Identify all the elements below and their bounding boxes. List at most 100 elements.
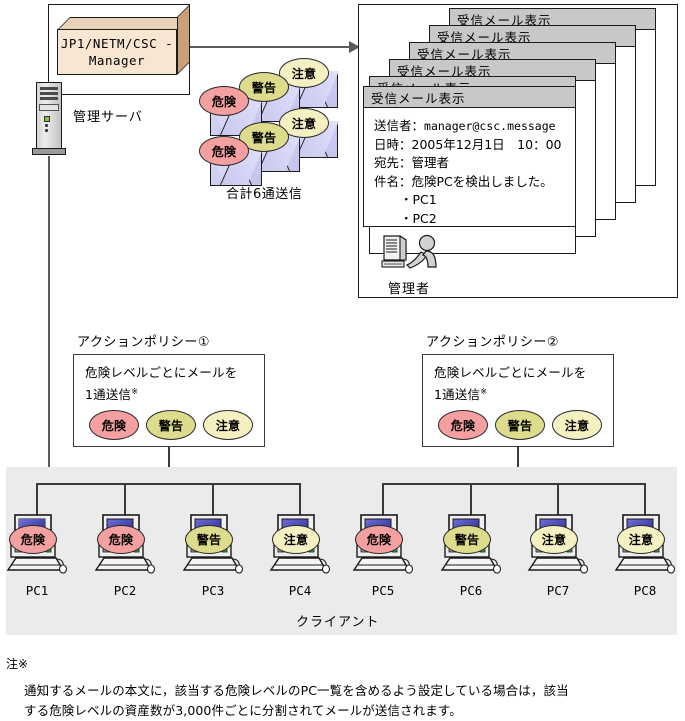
client-group-b-drop-4: [644, 483, 646, 518]
client-group-a-drop-3: [212, 483, 214, 518]
pc-5-label: PC5: [371, 583, 395, 598]
mail-subject-label: 件名：: [374, 173, 412, 189]
client-group-a-bus: [36, 483, 301, 485]
action-policy-2-title: アクションポリシー②: [426, 335, 560, 350]
server-slot-2: [40, 92, 58, 95]
client-group-b-drop-3: [557, 483, 559, 518]
server-drive-bay: [39, 104, 59, 111]
mail-date-row: 日時：2005年12月1日 10：00: [374, 136, 575, 155]
server-to-clients-line: [48, 156, 50, 468]
policy-text-line2: 1通送信: [434, 387, 481, 403]
pc-1-label: PC1: [25, 583, 49, 598]
manager-box-front-face: JP1/NETM/CSC - Manager: [57, 29, 177, 75]
policy-1-drop-line: [168, 447, 170, 485]
client-group-a-drop-2: [124, 483, 126, 518]
mail-date-label: 日時：: [374, 136, 412, 152]
mail-from-row: 送信者：manager@csc.message: [374, 117, 575, 136]
policy-footnote-mark: ※: [131, 387, 139, 396]
pc-4-label: PC4: [288, 583, 312, 598]
footnote-line-1: 通知するメールの本文に，該当する危険レベルのPC一覧を含めるよう設定している場合…: [24, 683, 569, 698]
server-indicator-dot-2: [45, 129, 48, 132]
mail-to-label: 宛先：: [374, 155, 412, 170]
policy-text-line2-wrap: 1通送信※: [85, 382, 237, 404]
pc-1-badge: 危険: [9, 525, 57, 554]
pc-3-badge: 警告: [185, 525, 233, 554]
manager-to-mail-arrowhead: [349, 41, 360, 53]
pc-2-label: PC2: [113, 583, 137, 598]
mail-to-row: 宛先：管理者: [374, 154, 575, 173]
policy-2-badge-note: 注意: [552, 410, 602, 440]
policy-1-badge-note: 注意: [203, 410, 253, 440]
manager-box-line1: JP1/NETM/CSC -: [60, 36, 174, 51]
policy-2-drop-line: [517, 447, 519, 485]
footnote-body: 通知するメールの本文に，該当する危険レベルのPC一覧を含めるよう設定している場合…: [24, 681, 624, 721]
client-pc-1[interactable]: 危険: [6, 513, 68, 578]
policy-1-badge-warn: 警告: [146, 410, 196, 440]
client-pc-4[interactable]: 注意: [269, 513, 331, 578]
policy-text-line1: 危険レベルごとにメールを: [434, 365, 587, 380]
pc-8-label: PC8: [633, 583, 657, 598]
mail-window-titlebar: 受信メール表示: [364, 87, 575, 108]
administrator-icon: [380, 234, 450, 274]
mail-from-value: manager@csc.message: [424, 119, 556, 133]
pc-6-label: PC6: [459, 583, 483, 598]
pc-4-badge: 注意: [272, 525, 320, 554]
policy-text-line2-wrap: 1通送信※: [434, 382, 586, 404]
mail-subject-row: 件名：危険PCを検出しました。: [374, 173, 575, 192]
client-group-b-bus: [382, 483, 646, 485]
management-server-icon: [32, 82, 66, 157]
client-group-a-drop-1: [36, 483, 38, 518]
mail-window-titlebar: 受信メール表示: [430, 26, 635, 47]
administrator-svg: [381, 234, 437, 269]
mail-badge-danger-2: 危険: [199, 136, 249, 166]
server-power-led: [44, 116, 50, 122]
manager-box-line2: Manager: [88, 53, 146, 68]
server-slot-3: [40, 97, 58, 100]
action-policy-2-text: 危険レベルごとにメールを 1通送信※: [434, 363, 586, 404]
mail-subject-value: 危険PCを検出しました。: [411, 173, 553, 189]
mail-list-item-2: ・PC2: [400, 210, 437, 226]
action-policy-1-title: アクションポリシー①: [77, 335, 211, 350]
policy-text-line1: 危険レベルごとにメールを: [85, 365, 238, 380]
policy-footnote-mark: ※: [480, 387, 488, 396]
pc-6-badge: 警告: [443, 525, 491, 554]
client-pc-5[interactable]: 危険: [352, 513, 414, 578]
mail-total-label: 合計6通送信: [226, 187, 303, 202]
client-region-label: クライアント: [296, 615, 380, 630]
footnote-heading: 注※: [6, 657, 29, 671]
jp1-manager-box: JP1/NETM/CSC - Manager: [57, 4, 190, 75]
pc-8-badge: 注意: [617, 525, 665, 554]
policy-2-badge-warn: 警告: [495, 410, 545, 440]
server-slot-1: [40, 87, 58, 90]
mail-from-label: 送信者：: [374, 118, 425, 133]
client-pc-3[interactable]: 警告: [182, 513, 244, 578]
mail-window-front[interactable]: 受信メール表示 送信者：manager@csc.message 日時：2005年…: [363, 86, 576, 227]
mail-badge-danger-1: 危険: [199, 86, 249, 116]
client-group-b-drop-2: [470, 483, 472, 518]
client-pc-7[interactable]: 注意: [527, 513, 589, 578]
mail-window-titlebar: 受信メール表示: [390, 60, 595, 81]
client-group-a-drop-4: [299, 483, 301, 518]
server-indicator-dot-1: [45, 124, 48, 127]
policy-1-badge-danger: 危険: [89, 410, 139, 440]
management-server-label: 管理サーバ: [73, 110, 143, 125]
client-pc-2[interactable]: 危険: [94, 513, 156, 578]
pc-3-label: PC3: [201, 583, 225, 598]
client-pc-6[interactable]: 警告: [440, 513, 502, 578]
policy-2-badge-danger: 危険: [438, 410, 488, 440]
server-base: [32, 148, 66, 155]
mail-window-body: 送信者：manager@csc.message 日時：2005年12月1日 10…: [364, 108, 575, 228]
action-policy-1-box: 危険レベルごとにメールを 1通送信※ 危険 警告 注意: [73, 354, 265, 447]
pc-7-badge: 注意: [530, 525, 578, 554]
policy-text-line2: 1通送信: [85, 387, 132, 403]
client-group-b-drop-1: [382, 483, 384, 518]
action-policy-1-text: 危険レベルごとにメールを 1通送信※: [85, 363, 237, 404]
footnote-line-2: する危険レベルの資産数が3,000件ごとに分割されてメールが送信されます。: [24, 703, 462, 718]
mail-to-value: 管理者: [411, 155, 450, 170]
client-pc-8[interactable]: 注意: [614, 513, 676, 578]
administrator-label: 管理者: [388, 282, 431, 297]
pc-5-badge: 危険: [355, 525, 403, 554]
manager-to-mail-arrow-line: [190, 46, 353, 48]
pc-2-badge: 危険: [97, 525, 145, 554]
mail-list-item-1: ・PC1: [400, 192, 437, 207]
